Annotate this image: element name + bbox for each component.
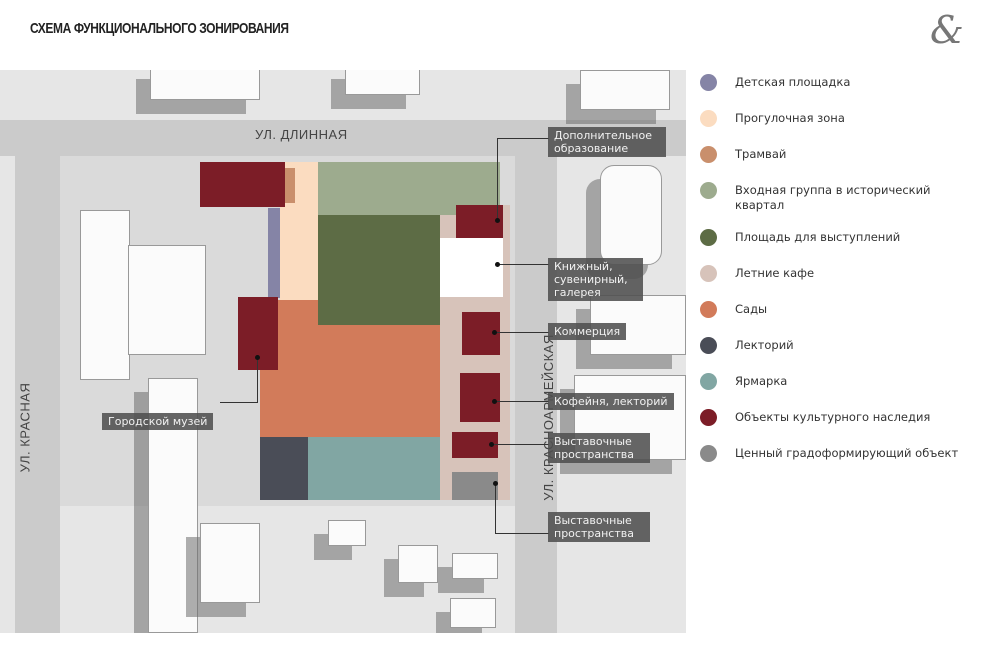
road-krasnaya bbox=[15, 120, 60, 633]
legend-label: Входная группа в исторический квартал bbox=[735, 183, 931, 212]
building bbox=[600, 165, 662, 265]
callout-coffee-lecture: Кофейня, лекторий bbox=[548, 393, 674, 410]
leader-line bbox=[220, 402, 258, 403]
legend-swatch-icon bbox=[700, 110, 717, 127]
legend-label: Трамвай bbox=[735, 147, 787, 161]
callout-additional-education: Дополнительное образование bbox=[548, 127, 666, 157]
callout-city-museum: Городской музей bbox=[102, 413, 214, 430]
legend-item: Объекты культурного наследия bbox=[700, 409, 990, 445]
legend-item: Ценный градоформирующий объект bbox=[700, 445, 990, 481]
zone-tram bbox=[285, 168, 295, 203]
leader-line bbox=[495, 332, 549, 333]
legend-label: Площадь для выступлений bbox=[735, 230, 901, 244]
building bbox=[80, 210, 130, 380]
callout-exhibition-1: Выставочные пространства bbox=[548, 433, 650, 463]
legend-item: Детская площадка bbox=[700, 74, 990, 110]
page-title: СХЕМА ФУНКЦИОНАЛЬНОГО ЗОНИРОВАНИЯ bbox=[30, 20, 289, 37]
callout-commerce: Коммерция bbox=[548, 323, 627, 340]
building bbox=[574, 375, 686, 460]
leader-line bbox=[495, 533, 549, 534]
callout-bookstore: Книжный, сувенирный, галерея bbox=[548, 258, 643, 301]
legend-swatch-icon bbox=[700, 445, 717, 462]
leader-line bbox=[257, 357, 258, 402]
legend-item: Сады bbox=[700, 301, 990, 337]
legend-label: Детская площадка bbox=[735, 75, 851, 89]
legend-swatch-icon bbox=[700, 265, 717, 282]
bookstore-building bbox=[440, 238, 503, 297]
legend-item: Ярмарка bbox=[700, 373, 990, 409]
legend-swatch-icon bbox=[700, 146, 717, 163]
street-label-krasnoarmeyskaya: УЛ. КРАСНОАРМЕЙСКАЯ bbox=[540, 334, 556, 501]
zone-performance-square bbox=[318, 215, 440, 325]
leader-line bbox=[497, 138, 498, 220]
leader-line bbox=[497, 138, 549, 139]
building bbox=[398, 545, 438, 583]
building bbox=[450, 598, 496, 628]
legend-label: Ценный градоформирующий объект bbox=[735, 446, 959, 460]
legend-label: Летние кафе bbox=[735, 266, 815, 280]
logo-icon: & bbox=[930, 8, 964, 52]
legend-swatch-icon bbox=[700, 409, 717, 426]
pointer-dot bbox=[492, 399, 497, 404]
leader-line bbox=[492, 444, 549, 445]
building bbox=[328, 520, 366, 546]
street-label-krasnaya: УЛ. КРАСНАЯ bbox=[17, 382, 33, 473]
street-label-dlinnaya: УЛ. ДЛИННАЯ bbox=[255, 127, 348, 142]
building bbox=[580, 70, 670, 110]
building bbox=[452, 553, 498, 579]
pointer-dot bbox=[495, 218, 500, 223]
legend-swatch-icon bbox=[700, 74, 717, 91]
pointer-dot bbox=[495, 262, 500, 267]
legend-label: Сады bbox=[735, 302, 768, 316]
legend-item: Прогулочная зона bbox=[700, 110, 990, 146]
pointer-dot bbox=[493, 481, 498, 486]
legend-item: Лекторий bbox=[700, 337, 990, 373]
pointer-dot bbox=[492, 330, 497, 335]
valuable-building bbox=[452, 472, 498, 500]
heritage-building bbox=[200, 162, 285, 207]
legend-swatch-icon bbox=[700, 373, 717, 390]
pointer-dot bbox=[489, 442, 494, 447]
legend-label: Лекторий bbox=[735, 338, 794, 352]
legend-label: Ярмарка bbox=[735, 374, 788, 388]
leader-line bbox=[497, 264, 549, 265]
heritage-building bbox=[460, 373, 500, 422]
building bbox=[128, 245, 206, 355]
legend-item: Летние кафе bbox=[700, 265, 990, 301]
callout-exhibition-2: Выставочные пространства bbox=[548, 512, 650, 542]
zoning-map: УЛ. ДЛИННАЯ УЛ. КРАСНАЯ УЛ. КРАСНОАРМЕЙС… bbox=[0, 70, 686, 633]
legend-label: Объекты культурного наследия bbox=[735, 410, 931, 424]
legend-swatch-icon bbox=[700, 337, 717, 354]
leader-line bbox=[495, 483, 496, 533]
zone-lecture bbox=[260, 437, 308, 500]
leader-line bbox=[495, 401, 549, 402]
zone-fair bbox=[308, 437, 440, 500]
building bbox=[150, 70, 260, 100]
zone-playground bbox=[268, 208, 280, 298]
legend-item: Трамвай bbox=[700, 146, 990, 182]
pointer-dot bbox=[255, 355, 260, 360]
building bbox=[200, 523, 260, 603]
building bbox=[345, 70, 420, 95]
legend-label: Прогулочная зона bbox=[735, 111, 845, 125]
legend-swatch-icon bbox=[700, 182, 717, 199]
legend-swatch-icon bbox=[700, 301, 717, 318]
legend-swatch-icon bbox=[700, 229, 717, 246]
legend-item: Площадь для выступлений bbox=[700, 229, 990, 265]
legend-item: Входная группа в исторический квартал bbox=[700, 182, 990, 229]
